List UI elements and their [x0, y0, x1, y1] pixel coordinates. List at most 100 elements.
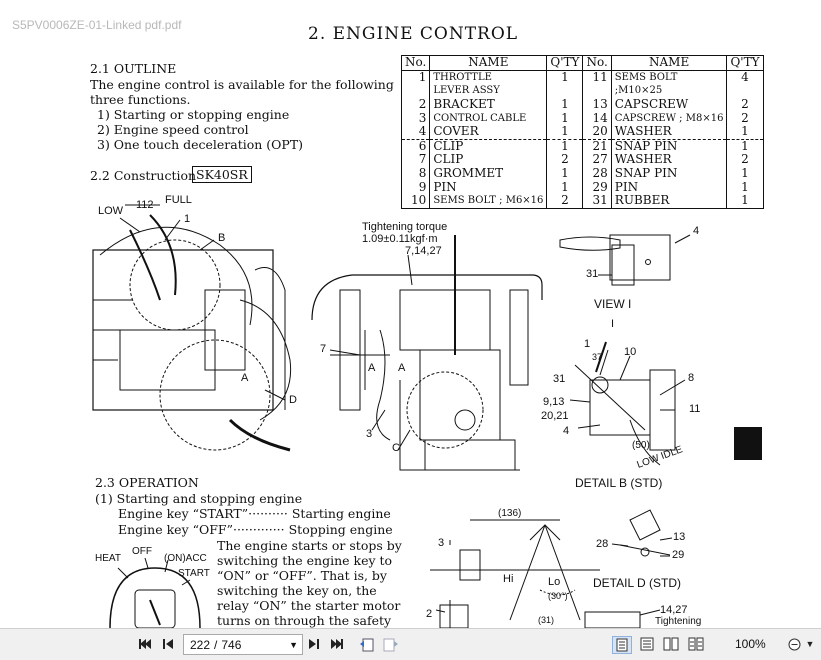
- viewer-toolbar: 222 / 746 ▼ 100% ▼: [0, 628, 821, 660]
- parts-table-cell: 1: [546, 70, 583, 85]
- label-key-heat: HEAT: [95, 553, 121, 564]
- label-key-start: START: [178, 568, 210, 579]
- outline-item-1: 1) Starting or stopping engine: [97, 107, 290, 122]
- label-low: LOW: [98, 205, 124, 217]
- parts-table-cell: 1: [546, 180, 583, 194]
- label-b-lo: Lo: [548, 576, 561, 588]
- label-detail-8: 8: [688, 372, 695, 384]
- operation-key-start: Engine key “START”·········· Starting en…: [118, 506, 391, 521]
- parts-table-cell: 10: [400, 194, 430, 209]
- facing-view-button[interactable]: [662, 636, 680, 652]
- outline-heading: 2.1 OUTLINE: [90, 61, 177, 76]
- key-switch-drawing: [109, 557, 201, 628]
- label-callout-1: 1: [184, 213, 191, 225]
- parts-table-cell: 20: [582, 125, 612, 140]
- parts-table-cell: 1: [726, 138, 764, 154]
- continuous-facing-view-button[interactable]: [687, 636, 705, 652]
- parts-table-cell: WASHER: [610, 153, 727, 167]
- col-qty: Q'TY: [546, 55, 583, 71]
- page-separator: /: [214, 637, 218, 652]
- parts-table-cell: 9: [400, 180, 430, 194]
- label-key-off: OFF: [132, 546, 152, 557]
- parts-table-cell: 2: [726, 153, 764, 167]
- parts-table-cell: 1: [546, 167, 583, 181]
- parts-table-cell: 2: [400, 98, 430, 112]
- parts-table-cell: BRACKET: [429, 98, 547, 112]
- first-page-button[interactable]: [137, 636, 153, 652]
- label-detail-37: 37: [592, 352, 603, 362]
- parts-table-cell: 6: [400, 138, 430, 154]
- parts-table-cell: SNAP PIN: [610, 138, 727, 154]
- next-page-button[interactable]: [306, 636, 322, 652]
- parts-table-cell: GROMMET: [429, 167, 547, 181]
- label-b-2: 2: [426, 608, 433, 620]
- label-7-14-27: 7,14,27: [405, 245, 442, 257]
- model-badge: SK40SR: [192, 166, 252, 183]
- previous-view-button[interactable]: [358, 636, 376, 652]
- parts-table-cell: SEMS BOLT ; M6×16: [429, 193, 547, 209]
- single-page-view-button[interactable]: [612, 636, 632, 654]
- page-dropdown-icon[interactable]: ▼: [289, 639, 298, 650]
- label-torque-title: Tightening torque: [362, 221, 448, 233]
- operation-para-3: “ON” or “OFF”. That is, by: [217, 568, 387, 583]
- parts-table-cell: 1: [546, 98, 583, 112]
- col-name-2: NAME: [610, 55, 727, 71]
- operation-para-2: switching the engine key to: [217, 553, 393, 568]
- operation-para-4: switching the key on, the: [217, 583, 377, 598]
- next-page-icon: [309, 639, 319, 649]
- parts-table-cell: 7: [400, 153, 430, 167]
- parts-table-cell: 1: [726, 180, 764, 194]
- previous-page-button[interactable]: [160, 636, 176, 652]
- parts-table-cell: 1: [546, 125, 583, 140]
- bottom-hardware-drawing: [584, 609, 661, 628]
- view-i-drawing: [559, 234, 691, 286]
- col-name: NAME: [429, 55, 547, 71]
- parts-table-cell: 3: [400, 111, 430, 125]
- parts-table-cell: LEVER ASSY: [429, 84, 547, 98]
- parts-table-cell: 21: [582, 138, 612, 154]
- parts-table-cell: [546, 84, 583, 98]
- page-number-input[interactable]: 222 / 746 ▼: [183, 634, 303, 655]
- parts-table-cell: 1: [400, 70, 430, 85]
- label-detail-9-13: 9,13: [543, 396, 565, 408]
- zoom-level[interactable]: 100%: [735, 637, 766, 651]
- document-page: S5PV0006ZE-01-Linked pdf.pdf 2. ENGINE C…: [12, 18, 764, 628]
- label-key-onacc: (ON)ACC: [164, 553, 207, 564]
- label-full: FULL: [165, 194, 192, 206]
- label-detail-31: 31: [553, 373, 566, 385]
- label-112: 112: [136, 199, 154, 211]
- label-torque-value: 1.09±0.11kgf·m: [362, 233, 438, 245]
- label-d-14-27: 14,27: [660, 604, 688, 616]
- label-detail-b: DETAIL B (STD): [575, 476, 663, 490]
- construction-drawing: [92, 204, 292, 452]
- parts-table-cell: SNAP PIN: [610, 167, 727, 181]
- zoom-dropdown-icon[interactable]: ▼: [805, 639, 815, 649]
- parts-table-cell: 8: [400, 167, 430, 181]
- last-page-icon: [331, 639, 343, 649]
- continuous-page-icon: [640, 637, 654, 651]
- label-detail-20-21: 20,21: [541, 410, 569, 422]
- zoom-out-button[interactable]: [787, 636, 801, 652]
- operation-sub: (1) Starting and stopping engine: [95, 491, 303, 506]
- label-callout-b: B: [218, 232, 226, 244]
- label-detail-4: 4: [563, 425, 570, 437]
- engine-control-drawings: [92, 204, 691, 628]
- previous-view-icon: [360, 638, 374, 652]
- continuous-view-button[interactable]: [638, 636, 656, 652]
- label-d-28: 28: [596, 538, 609, 550]
- parts-table-cell: RUBBER: [610, 194, 727, 209]
- outline-item-2: 2) Engine speed control: [97, 122, 249, 137]
- parts-table-cell: ;M10×25: [610, 84, 727, 98]
- last-page-button[interactable]: [329, 636, 345, 652]
- parts-table-cell: 31: [582, 194, 612, 209]
- next-view-button[interactable]: [382, 636, 400, 652]
- parts-table-cell: 2: [726, 111, 764, 125]
- parts-table-cell: 4: [726, 70, 764, 85]
- label-detail-1: 1: [584, 338, 591, 350]
- zoom-out-icon: [788, 638, 800, 650]
- operation-key-off: Engine key “OFF”············· Stopping e…: [118, 522, 393, 537]
- parts-table-cell: 1: [726, 194, 764, 209]
- parts-table-cell: 28: [582, 167, 612, 181]
